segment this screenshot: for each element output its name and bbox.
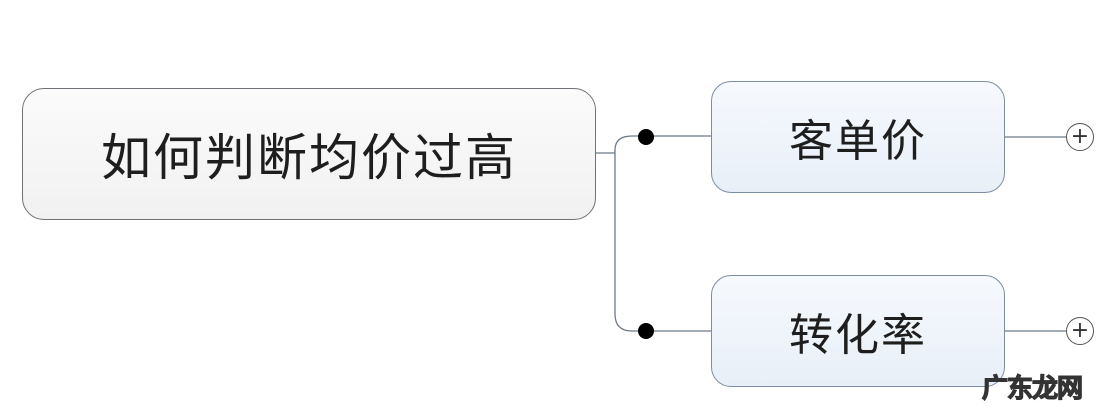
root-topic-label: 如何判断均价过高	[101, 129, 517, 187]
subtopic-average-order-value[interactable]: 客单价	[711, 81, 1005, 193]
connector-dot	[638, 323, 654, 339]
connector-dot	[638, 129, 654, 145]
subtopic-conversion-rate[interactable]: 转化率	[711, 275, 1005, 387]
root-topic[interactable]: 如何判断均价过高	[22, 88, 596, 220]
expand-connector	[1005, 136, 1066, 332]
subtopic-label: 客单价	[789, 116, 927, 167]
subtopic-label: 转化率	[789, 310, 927, 361]
plus-circle-icon[interactable]: +	[1066, 317, 1094, 345]
connector-to-child-1	[596, 135, 711, 154]
connector-to-child-2	[614, 153, 711, 332]
plus-circle-icon[interactable]: +	[1066, 123, 1094, 151]
watermark: 广东龙网	[981, 373, 1083, 404]
